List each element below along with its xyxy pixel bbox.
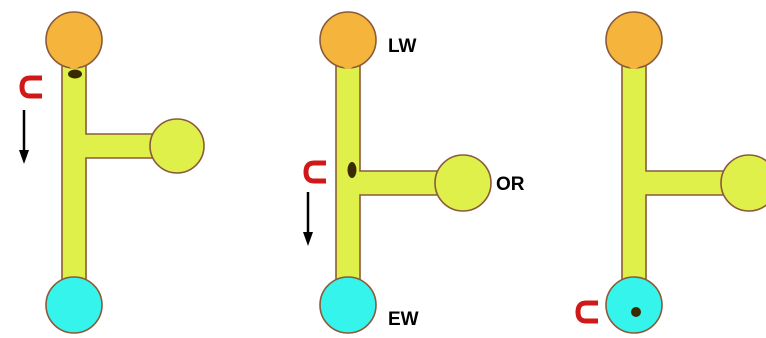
channel (335, 39, 492, 286)
top-well-drip (623, 58, 645, 69)
side-reservoir (149, 118, 205, 174)
panel-3 (575, 11, 766, 334)
magnet-icon (303, 160, 326, 184)
t-channel (621, 39, 730, 286)
panel-1 (19, 11, 205, 334)
label-or: OR (496, 174, 525, 195)
label-lw: LW (388, 36, 417, 57)
channel (61, 39, 205, 286)
particle (68, 69, 82, 79)
particle (631, 307, 641, 317)
bottom-well (605, 276, 663, 334)
magnet-icon (19, 75, 42, 99)
channel-seam-fill (441, 172, 451, 194)
channel (621, 39, 766, 286)
top-well-drip (337, 58, 359, 69)
channel-seam-fill (358, 172, 364, 194)
down-arrow-icon (19, 110, 29, 164)
channel-seam-fill (84, 135, 90, 157)
side-reservoir (720, 154, 766, 212)
bottom-well (45, 276, 103, 334)
channel-seam-fill (727, 172, 737, 194)
magnet-icon (575, 300, 598, 324)
particle (347, 162, 357, 178)
channel-seam-fill (155, 135, 165, 157)
top-well-drip (63, 58, 85, 69)
panel-2: LW OR EW (303, 11, 525, 334)
side-reservoir (434, 154, 492, 212)
label-ew: EW (388, 309, 419, 330)
down-arrow-icon (303, 192, 313, 246)
channel-seam-fill (644, 172, 650, 194)
bottom-well (319, 276, 377, 334)
